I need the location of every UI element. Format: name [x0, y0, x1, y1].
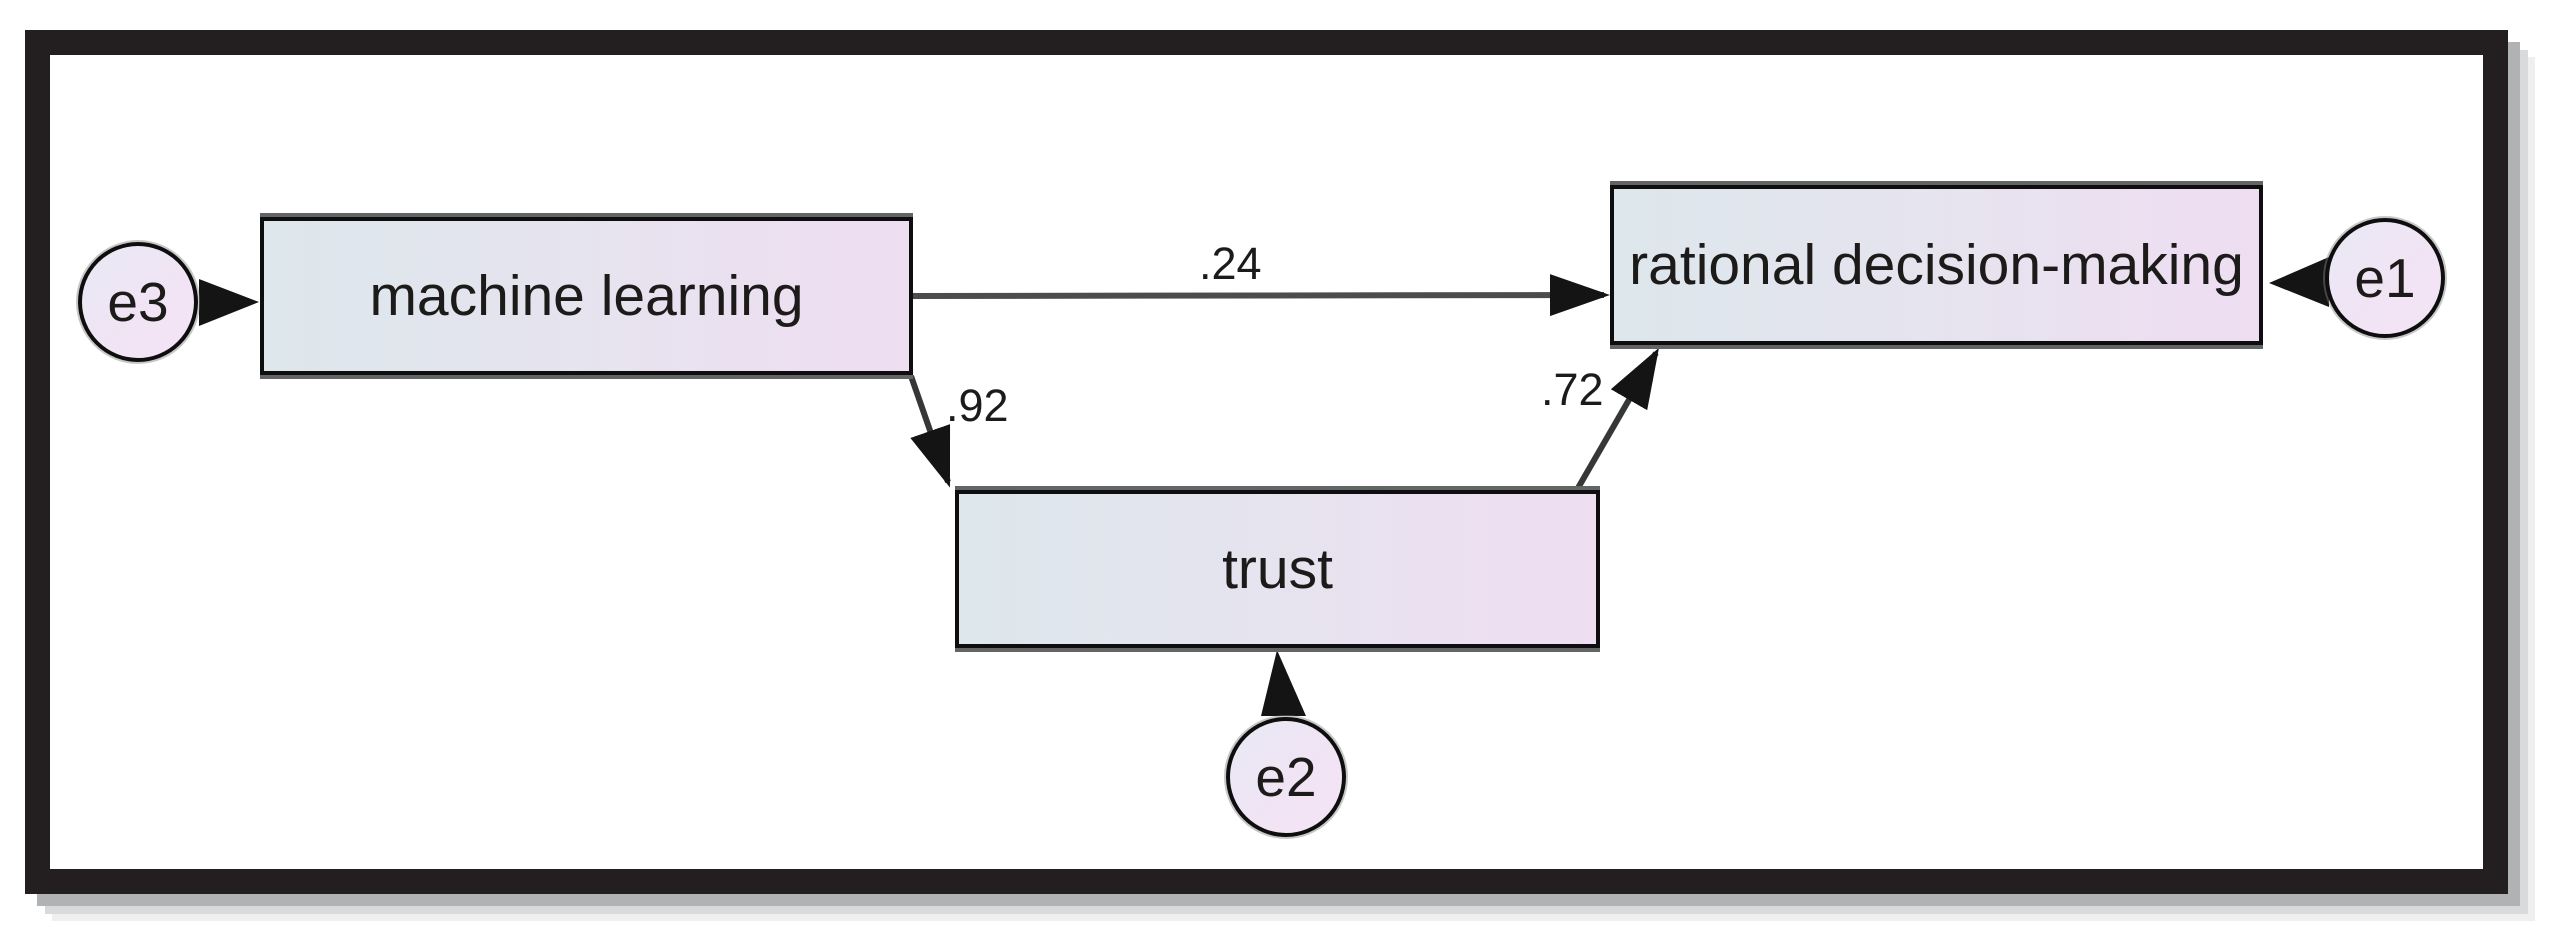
node-trust: trust	[955, 490, 1600, 648]
node-rational-decision-making: rational decision-making	[1610, 185, 2263, 345]
node-e3-error-term: e3	[78, 242, 198, 362]
coefficient-ml-to-trust: .92	[946, 380, 1009, 431]
node-e3-label: e3	[107, 271, 169, 333]
node-e2-error-term: e2	[1226, 717, 1346, 837]
node-machine-learning-label: machine learning	[369, 264, 804, 328]
node-machine-learning: machine learning	[260, 217, 913, 375]
node-e1-error-term: e1	[2325, 218, 2445, 338]
node-e1-label: e1	[2354, 247, 2416, 309]
node-e2-label: e2	[1255, 746, 1317, 808]
node-rational-decision-making-label: rational decision-making	[1629, 233, 2244, 297]
node-trust-label: trust	[1222, 537, 1333, 601]
coefficient-ml-to-rdm: .24	[1199, 238, 1262, 289]
coefficient-trust-to-rdm: .72	[1541, 364, 1604, 415]
